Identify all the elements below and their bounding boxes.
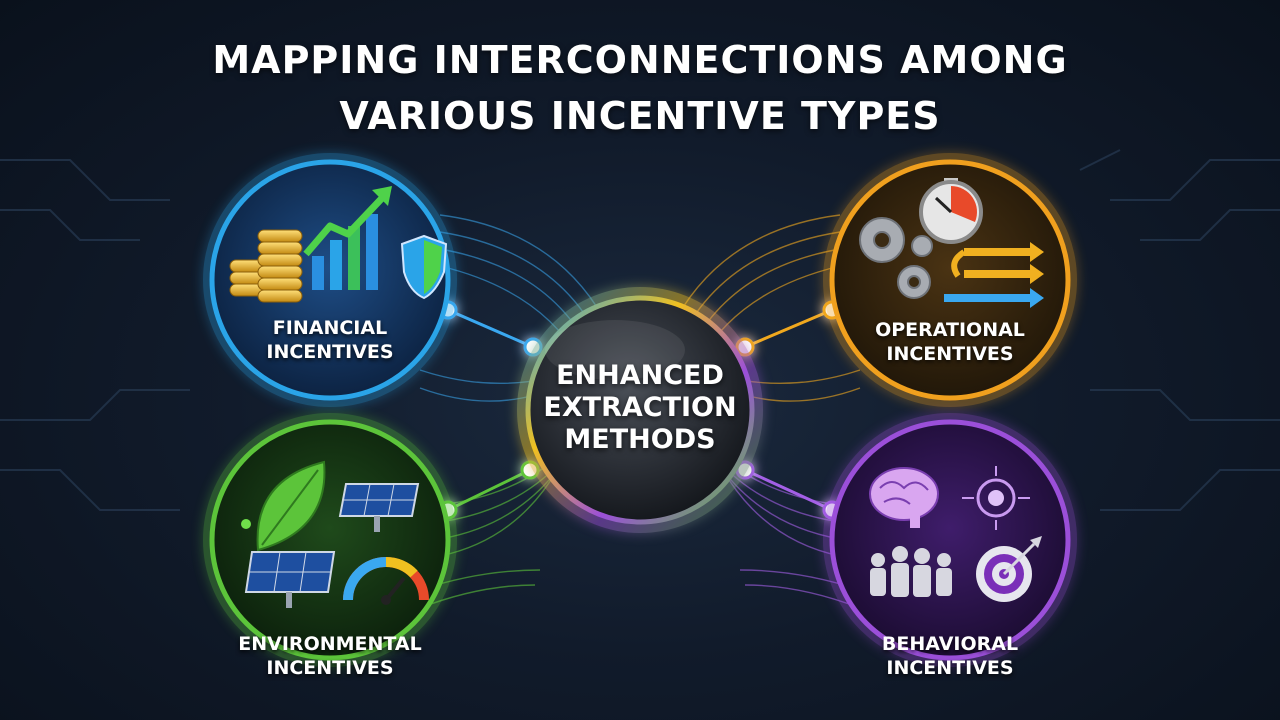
node-operational [823,153,1077,407]
node-behavioral [823,413,1077,667]
team-icon [870,546,952,597]
target-icon [976,536,1042,602]
operational-label-line-2: INCENTIVES [886,343,1014,365]
behavioral-label-line-2: INCENTIVES [886,657,1014,679]
page-title-line-1: MAPPING INTERCONNECTIONS AMONG [212,38,1068,82]
page-title: MAPPING INTERCONNECTIONS AMONG VARIOUS I… [0,32,1280,144]
financial-label: FINANCIAL INCENTIVES [240,316,420,364]
node-financial [203,153,457,407]
center-label: ENHANCED EXTRACTION METHODS [520,360,760,456]
gears-icon [859,217,933,299]
circuit-traces [0,149,1280,511]
solar-panel-icon [244,483,420,608]
eye-network-icon [962,466,1030,530]
center-label-line-3: METHODS [564,424,716,455]
center-label-line-2: EXTRACTION [543,392,737,423]
process-arrows-icon [944,242,1044,308]
brain-icon [869,467,939,528]
stopwatch-icon [919,178,983,244]
center-hub [517,287,763,533]
behavioral-label: BEHAVIORAL INCENTIVES [850,632,1050,680]
behavioral-label-line-1: BEHAVIORAL [881,633,1019,655]
page-title-line-2: VARIOUS INCENTIVE TYPES [339,94,941,138]
environmental-label-line-2: INCENTIVES [266,657,394,679]
coins-icon [229,229,303,303]
gauge-icon [343,556,429,605]
shield-icon [400,234,448,300]
node-environmental [203,413,457,667]
financial-label-line-2: INCENTIVES [266,341,394,363]
financial-label-line-1: FINANCIAL [272,317,388,339]
center-label-line-1: ENHANCED [556,360,724,391]
environmental-label-line-1: ENVIRONMENTAL [238,633,422,655]
growth-chart-icon [303,186,392,290]
operational-label-line-1: OPERATIONAL [875,319,1025,341]
leaf-icon [241,460,326,552]
environmental-label: ENVIRONMENTAL INCENTIVES [220,632,440,680]
operational-label: OPERATIONAL INCENTIVES [850,318,1050,366]
